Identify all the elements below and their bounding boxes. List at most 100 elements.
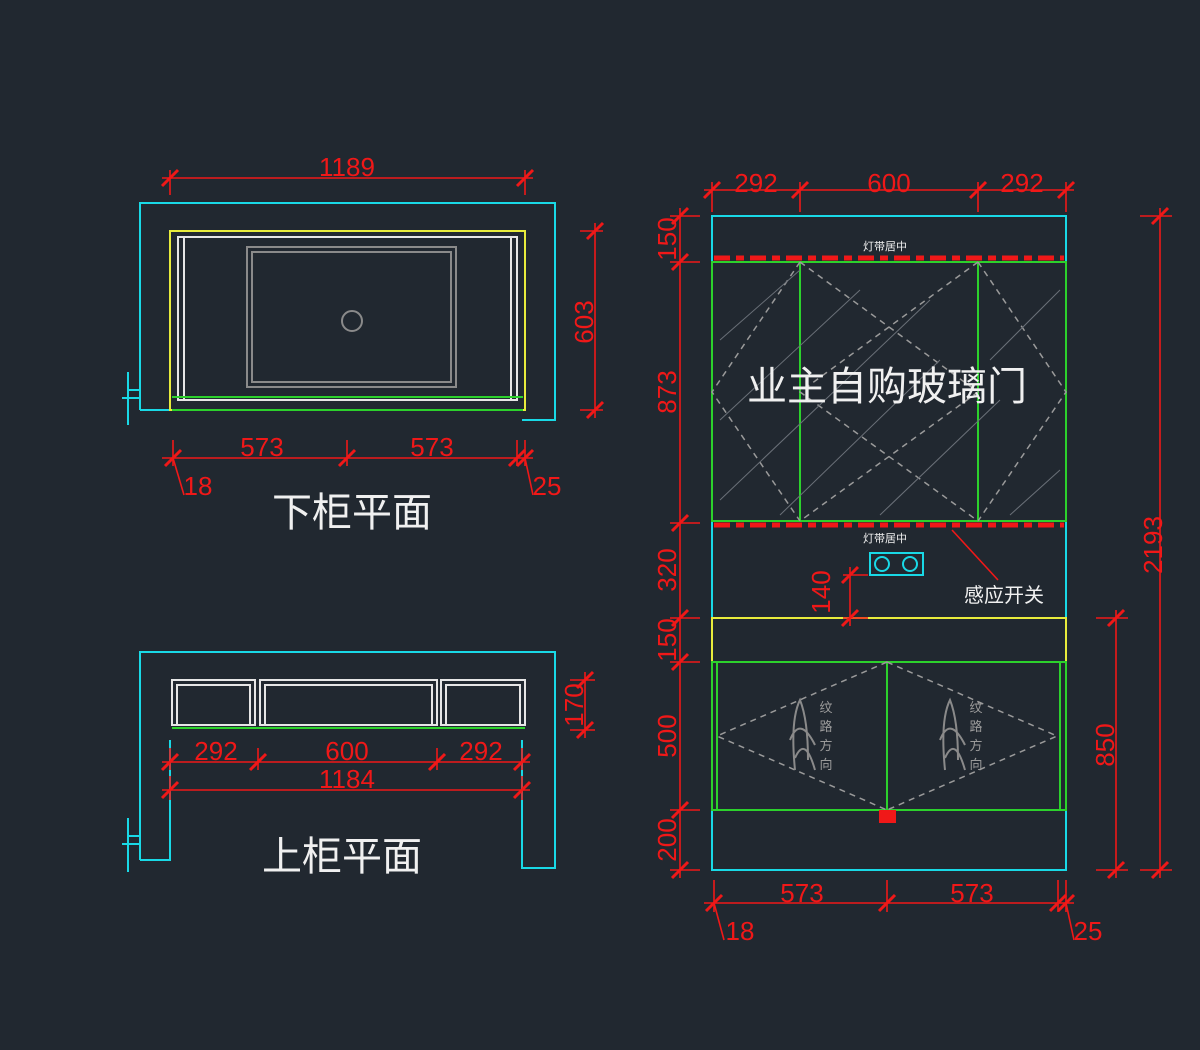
dimension-tick <box>1048 893 1068 913</box>
dimension-tick <box>704 893 724 913</box>
dimension-tick <box>670 513 690 533</box>
upper-plan-title: 上柜平面 <box>262 834 422 880</box>
dimension-tick <box>585 400 605 420</box>
door-opening-lines <box>711 261 1067 522</box>
dim-text: 320 <box>652 548 682 591</box>
switch-label: 感应开关 <box>964 583 1044 607</box>
grain-label: 向 <box>969 757 982 773</box>
grain-label: 向 <box>819 757 832 773</box>
glass-door: 业主自购玻璃门 <box>711 261 1067 522</box>
dim-elev-left: 150 873 320 150 500 200 <box>652 206 700 880</box>
dimension-tick <box>575 670 595 690</box>
dim-text: 25 <box>533 471 562 501</box>
dim-text: 2193 <box>1138 516 1168 574</box>
cabinet-middle <box>259 679 438 726</box>
dimension-tick <box>702 180 722 200</box>
wall-symbol <box>122 818 140 872</box>
dim-switch-height: 140 <box>806 565 868 628</box>
dim-text: 292 <box>459 736 502 766</box>
wall-outline <box>139 202 556 421</box>
grain-label: 方 <box>969 738 982 754</box>
lower-doors: 纹 路 方 向 纹 路 方 向 <box>711 661 1067 823</box>
grain-label: 方 <box>819 738 832 754</box>
dim-text: 1184 <box>319 764 375 794</box>
light-strip-bottom-label: 灯带居中 <box>863 532 907 545</box>
countertop <box>169 230 526 411</box>
dimension-tick <box>670 608 690 628</box>
dim-text: 600 <box>867 168 910 198</box>
dim-text: 18 <box>184 471 213 501</box>
dimension-tick <box>670 860 690 880</box>
cabinet-left <box>171 679 256 726</box>
grain-label: 纹 <box>969 701 982 716</box>
dim-upper-segments: 292 600 292 <box>160 736 532 772</box>
dim-text: 150 <box>652 217 682 260</box>
dim-text: 500 <box>652 714 682 757</box>
lower-cabinet-plan: 1189 603 573 573 18 25 下柜平面 <box>122 152 605 536</box>
dimension-tick <box>1106 608 1126 628</box>
glass-door-label: 业主自购玻璃门 <box>747 364 1027 410</box>
dim-depth: 603 <box>569 221 605 420</box>
dimension-tick <box>670 800 690 820</box>
grain-icon <box>789 697 816 771</box>
dimension-tick <box>968 180 988 200</box>
dim-elev-top: 292 600 292 <box>702 168 1076 212</box>
dimension-tick <box>160 168 180 188</box>
dim-total-height: 2193 <box>1138 206 1172 880</box>
dim-upper-depth: 170 <box>559 670 595 740</box>
dim-upper-overall: 1184 <box>160 764 532 800</box>
dim-text: 573 <box>950 878 993 908</box>
light-strip-top-label: 灯带居中 <box>863 240 907 253</box>
cabinet-body <box>177 236 518 401</box>
drain-icon <box>341 310 363 332</box>
dim-bottom: 573 573 18 25 <box>162 432 561 501</box>
lower-plan-title: 下柜平面 <box>272 490 432 536</box>
dim-text: 140 <box>806 570 836 613</box>
dim-text: 573 <box>410 432 453 462</box>
countertop <box>711 617 1067 663</box>
dimension-tick <box>585 221 605 241</box>
wall-symbol <box>122 372 140 425</box>
dimension-tick <box>575 720 595 740</box>
dimension-tick <box>163 448 183 468</box>
dimension-tick <box>515 448 535 468</box>
dimension-tick <box>507 448 527 468</box>
dimension-tick <box>840 565 860 585</box>
dimension-tick <box>515 168 535 188</box>
grain-label: 路 <box>819 719 832 735</box>
dim-text: 573 <box>780 878 823 908</box>
dimension-tick <box>337 448 357 468</box>
dim-text: 600 <box>325 736 368 766</box>
dim-text: 170 <box>559 683 589 726</box>
dimension-tick <box>1106 860 1126 880</box>
dimension-tick <box>1056 893 1076 913</box>
dimension-tick <box>248 752 268 772</box>
dimension-tick <box>877 893 897 913</box>
dim-text: 200 <box>652 818 682 861</box>
cabinet-elevation: 灯带居中 业主自购玻璃门 灯带居中 感应开关 纹 <box>652 168 1172 946</box>
dimension-tick <box>670 652 690 672</box>
dim-text: 873 <box>652 370 682 413</box>
dim-text: 292 <box>194 736 237 766</box>
dim-text: 292 <box>734 168 777 198</box>
dimension-tick <box>1150 860 1170 880</box>
dim-text: 18 <box>726 916 755 946</box>
dim-base-height: 850 <box>1090 608 1128 880</box>
dimension-tick <box>427 752 447 772</box>
dim-elev-bottom: 573 573 18 25 <box>704 878 1102 946</box>
elevation-outline <box>711 215 1067 871</box>
upper-cabinet-plan: 292 600 292 1184 170 上柜平面 <box>122 651 595 880</box>
cabinet-right <box>440 679 526 726</box>
sensor-switch-icon <box>869 552 924 576</box>
dim-text: 573 <box>240 432 283 462</box>
switch-leader <box>951 529 999 581</box>
grain-label: 纹 <box>819 701 832 716</box>
dimension-tick <box>790 180 810 200</box>
dimension-tick <box>512 752 532 772</box>
door-opening-lines <box>715 661 1059 811</box>
dim-text: 25 <box>1074 916 1103 946</box>
dim-text: 292 <box>1000 168 1043 198</box>
dimension-tick <box>160 780 180 800</box>
dim-text: 850 <box>1090 723 1120 766</box>
